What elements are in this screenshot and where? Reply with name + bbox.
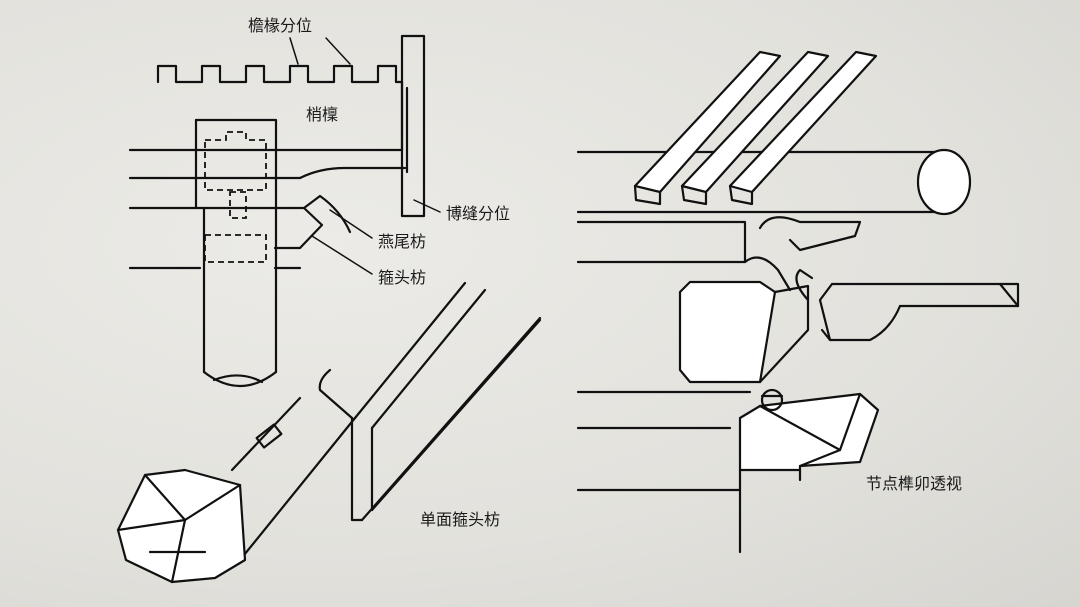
label-eave-rafter-division: 檐椽分位 [248,16,313,35]
label-joint-mortise-tenon-perspective: 节点榫卯透视 [866,474,963,493]
label-swallowtail-fang: 燕尾枋 [378,232,427,251]
corner-purlin-elevation [128,34,441,388]
label-shaoheng: 梢檁 [306,105,339,124]
label-single-face-hoop-head-fang: 单面箍头枋 [420,510,501,529]
single-face-hoop-head-beam [116,281,542,584]
label-hoop-head-fang: 箍头枋 [378,268,427,287]
joint-perspective [576,50,1020,554]
label-bofeng-division: 博缝分位 [446,204,511,223]
